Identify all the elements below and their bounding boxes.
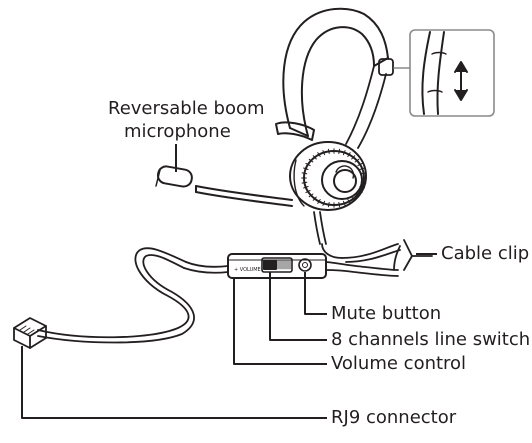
- earcup-texture-tick: [305, 162, 311, 167]
- label-mute-button: Mute button: [331, 303, 442, 324]
- earcup-texture-tick: [357, 189, 363, 194]
- label-line-switch: 8 channels line switch: [331, 329, 531, 350]
- earcup-texture-tick: [301, 181, 308, 184]
- earcup-texture-tick: [308, 158, 314, 163]
- earcup-texture-tick: [359, 186, 365, 189]
- cable-left: [37, 247, 229, 344]
- earcup-texture-tick: [347, 152, 351, 157]
- earcup-texture-tick: [305, 189, 311, 194]
- earcup-texture-tick: [317, 152, 321, 157]
- earcup-texture-tick: [301, 172, 308, 175]
- control-box: + VOLUME −: [227, 253, 327, 279]
- leader-mute: [304, 272, 327, 315]
- earcup-texture-tick: [312, 155, 317, 160]
- earcup-texture-tick: [357, 162, 363, 167]
- earcup-texture-tick: [303, 167, 309, 170]
- earcup-texture-tick: [312, 196, 317, 201]
- earcup-texture-tick: [322, 150, 326, 156]
- earcup-texture-tick: [327, 148, 330, 154]
- earcup-texture-tick: [360, 172, 367, 175]
- adjuster-joint: [345, 58, 394, 149]
- callout-leaders: [21, 144, 437, 419]
- earcup-texture-tick: [359, 167, 365, 170]
- label-cable-clip: Cable clip: [441, 243, 530, 264]
- rj9-connector: [13, 317, 47, 349]
- leader-switch: [269, 272, 327, 341]
- earcup-texture-tick: [338, 148, 341, 154]
- label-boom-line1: Reversable boom: [108, 98, 265, 119]
- cable-right: [325, 261, 399, 277]
- label-boom-line2: microphone: [124, 121, 231, 142]
- head-pad: [275, 121, 315, 141]
- earcup-texture-tick: [338, 202, 341, 208]
- control-box-volume-text: + VOLUME −: [234, 267, 267, 273]
- earcup-texture-tick: [354, 158, 360, 163]
- headset-cable: [313, 211, 401, 263]
- cable-clip: [393, 239, 433, 271]
- up-down-arrow-icon: [454, 61, 468, 101]
- earcup-texture-tick: [347, 199, 351, 204]
- earcup-texture-tick: [351, 196, 356, 201]
- leader-rj9: [21, 346, 327, 419]
- adjust-detail-inset: [393, 29, 495, 117]
- earcup-texture-tick: [303, 186, 309, 189]
- earcup-texture-tick: [317, 199, 321, 204]
- headband: [282, 7, 389, 137]
- earcup-texture-tick: [308, 193, 314, 198]
- earcup-texture-tick: [327, 202, 330, 208]
- label-rj9-connector: RJ9 connector: [331, 407, 457, 428]
- earcup-texture-tick: [342, 150, 346, 156]
- earcup-texture-tick: [342, 200, 346, 206]
- earcup-texture-tick: [354, 193, 360, 198]
- earcup-texture-tick: [360, 181, 367, 184]
- label-volume-control: Volume control: [331, 353, 467, 374]
- leader-volume: [233, 278, 327, 365]
- earcup-texture: [301, 148, 367, 208]
- earcup-texture-tick: [322, 200, 326, 206]
- earcup-texture-tick: [351, 155, 356, 160]
